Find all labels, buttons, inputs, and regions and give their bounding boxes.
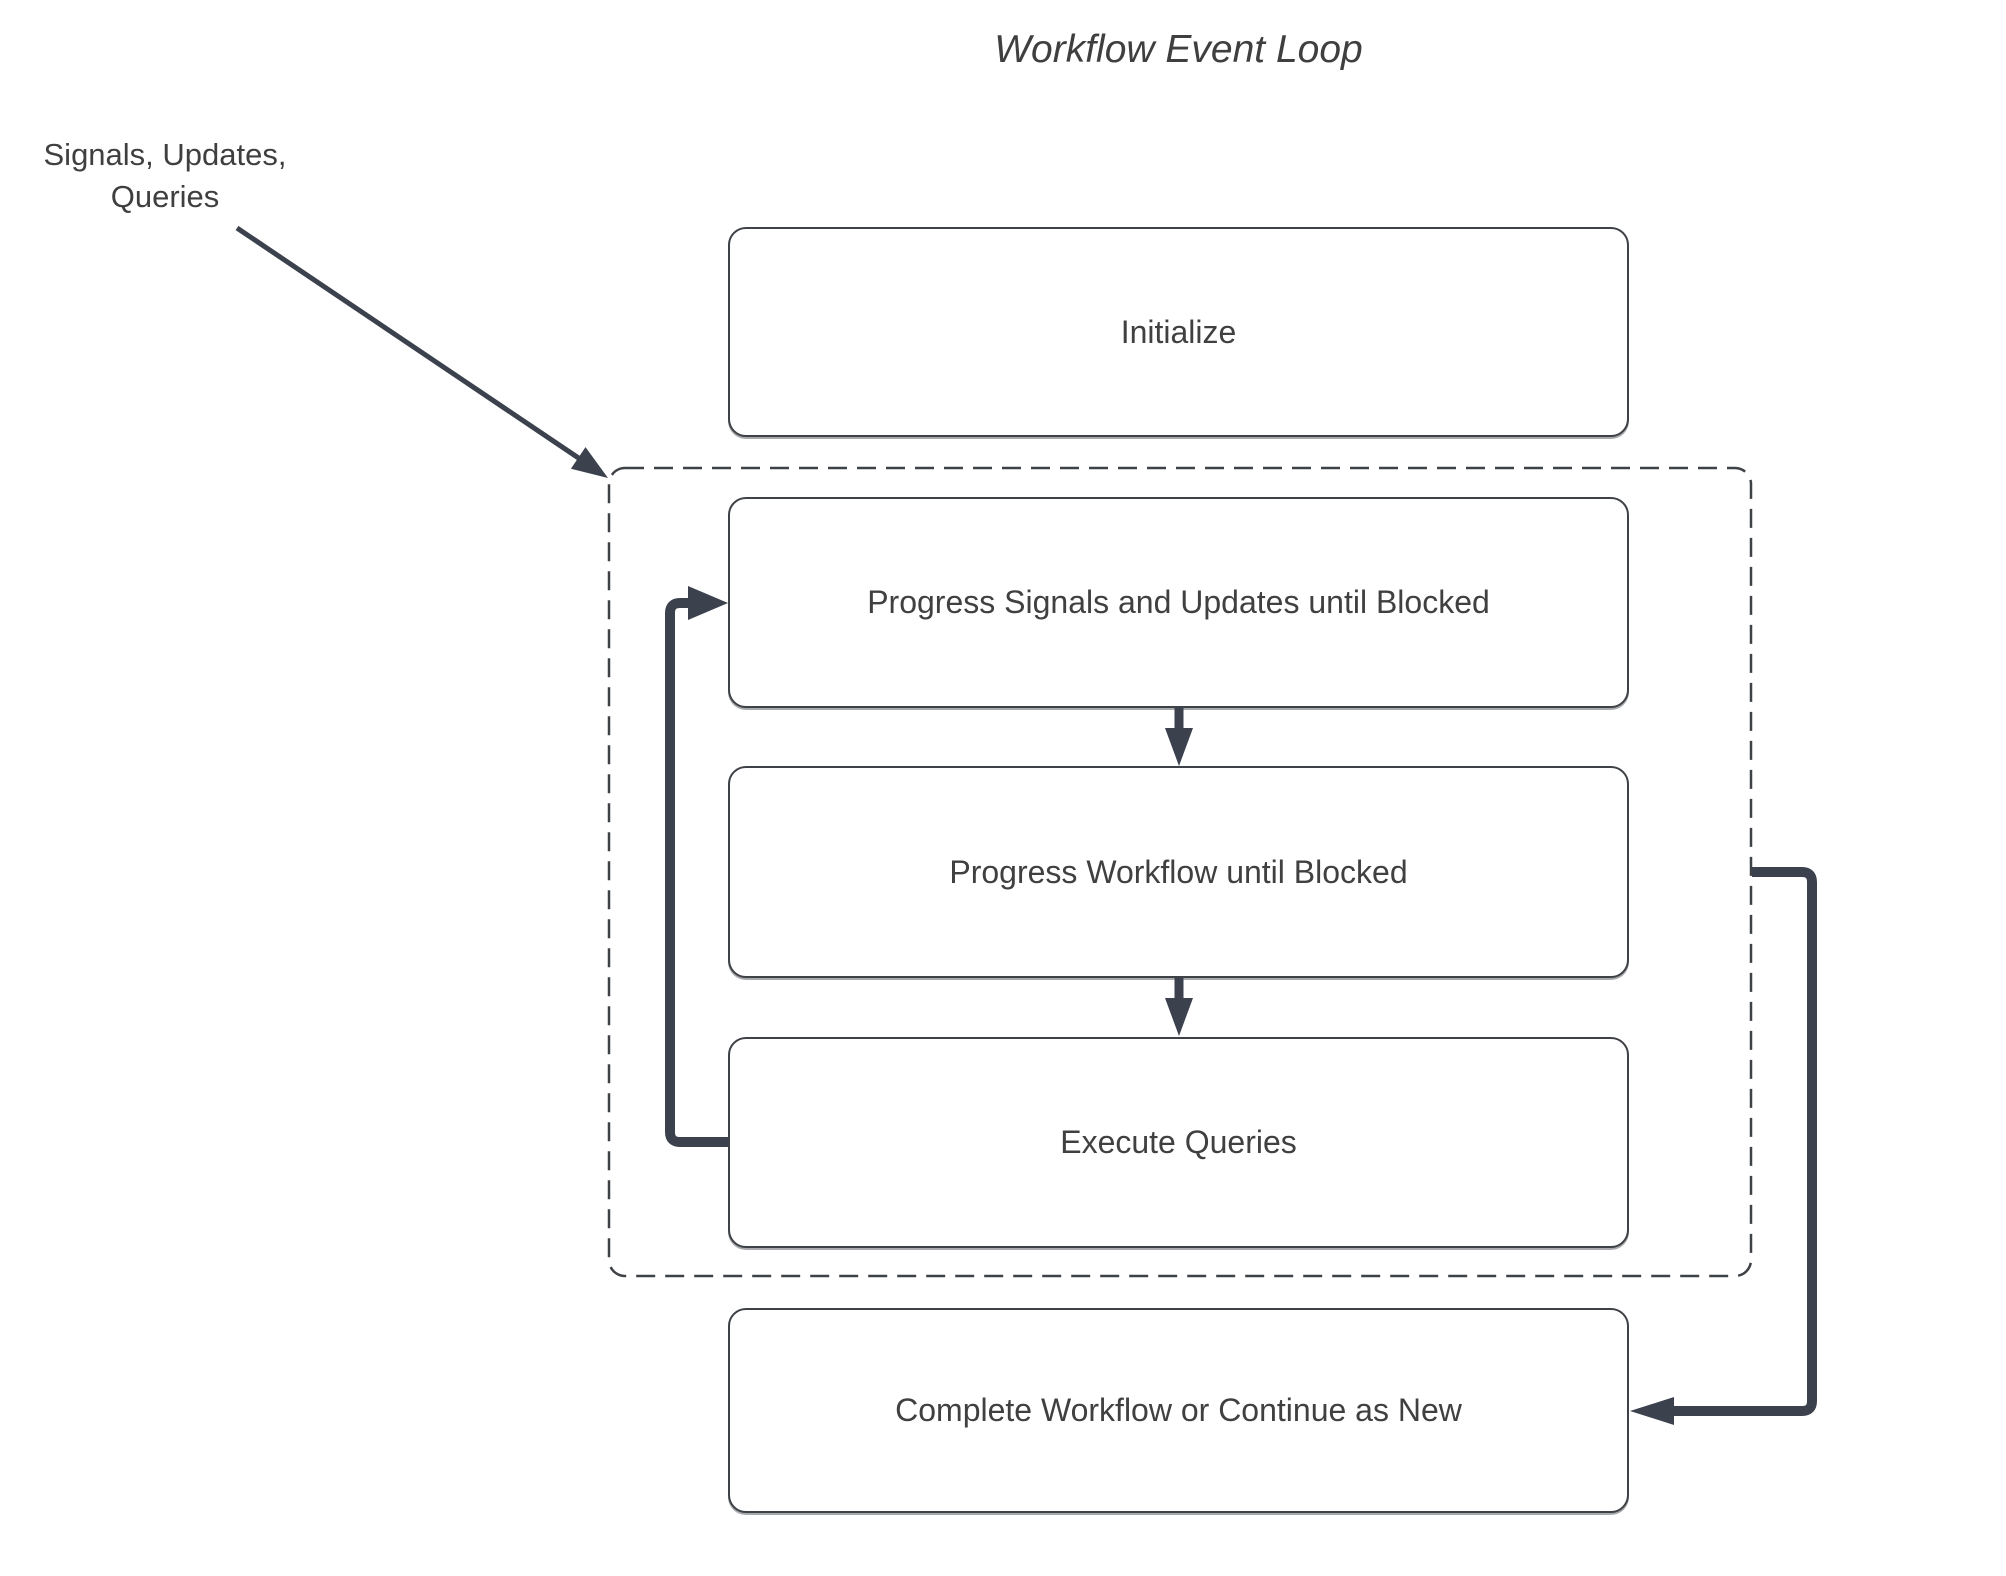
- node-progress-signals-label: Progress Signals and Updates until Block…: [867, 584, 1490, 620]
- node-progress-workflow-label: Progress Workflow until Blocked: [949, 853, 1408, 890]
- node-complete: Complete Workflow or Continue as New: [728, 1308, 1629, 1513]
- signals-arrow: [235, 225, 608, 478]
- exit-loop-arrow: [1630, 867, 1817, 1425]
- node-execute-queries: Execute Queries: [728, 1037, 1629, 1248]
- down-arrow-2: [1165, 978, 1193, 1036]
- signals-updates-queries-label: Signals, Updates, Queries: [43, 137, 287, 214]
- node-execute-queries-label: Execute Queries: [1060, 1124, 1297, 1160]
- node-complete-label: Complete Workflow or Continue as New: [895, 1392, 1462, 1428]
- diagram-title: Workflow Event Loop: [994, 28, 1363, 71]
- node-progress-signals: Progress Signals and Updates until Block…: [728, 497, 1629, 708]
- loop-back-arrow: [665, 586, 728, 1147]
- node-progress-workflow: Progress Workflow until Blocked: [728, 766, 1629, 978]
- node-initialize: Initialize: [728, 227, 1629, 437]
- down-arrow-1: [1165, 707, 1193, 766]
- node-initialize-label: Initialize: [1120, 313, 1237, 350]
